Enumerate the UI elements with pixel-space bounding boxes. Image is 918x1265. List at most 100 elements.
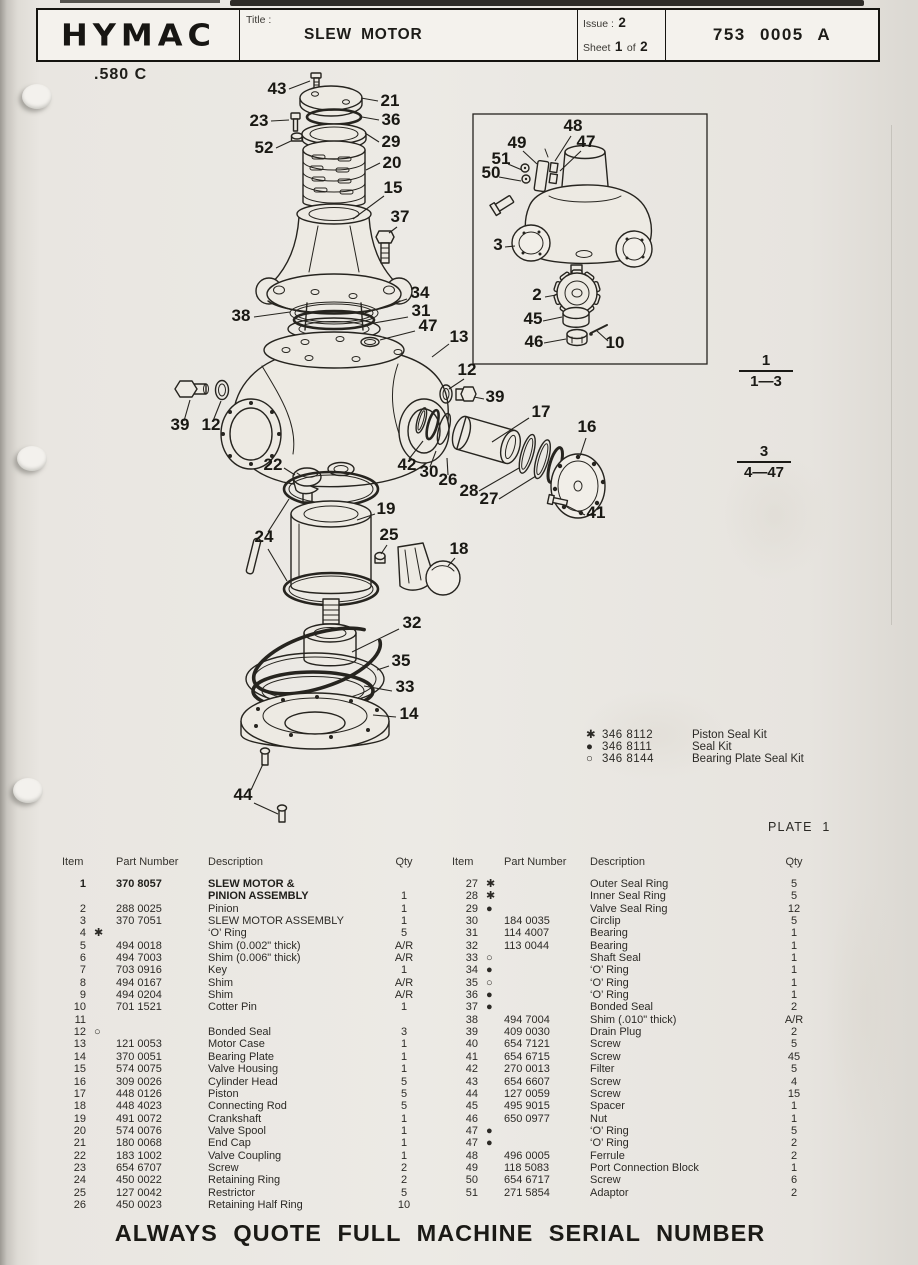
cell-item: 36 xyxy=(465,989,478,1002)
cell-part: 654 6707 xyxy=(116,1161,162,1174)
table-row: 11 xyxy=(62,1014,428,1026)
cell-qty: 6 xyxy=(790,1174,798,1187)
cell-item: 8 xyxy=(79,976,86,989)
cell-symbol xyxy=(86,1001,116,1013)
cell-part: 288 0025 xyxy=(116,902,162,915)
cell-part: 654 6607 xyxy=(504,1075,550,1088)
callout-24: 24 xyxy=(255,527,274,546)
cell-item: 48 xyxy=(465,1149,478,1162)
callout-leader-44 xyxy=(253,802,279,815)
cell-qty: 1 xyxy=(790,952,798,965)
fraction-bar xyxy=(739,370,793,372)
cell-part: 114 4007 xyxy=(504,927,550,940)
cell-part xyxy=(504,1137,590,1149)
callout-leader-38 xyxy=(253,311,291,318)
cell-qty: 5 xyxy=(790,1124,798,1137)
cell-qty: 10 xyxy=(397,1198,411,1211)
circlip-30-part xyxy=(425,408,440,441)
cell-description: Connecting Rod xyxy=(208,1100,287,1113)
callout-leader-49 xyxy=(522,150,538,165)
cell-symbol xyxy=(86,1199,116,1211)
cell-part xyxy=(504,890,590,902)
cell-part: 370 7051 xyxy=(116,915,162,928)
cell-part: 701 1521 xyxy=(116,1001,162,1014)
callout-39: 39 xyxy=(486,387,505,406)
adaptor-part xyxy=(489,195,515,217)
callout-leader-45 xyxy=(542,316,563,322)
cell-part: 309 0026 xyxy=(116,1075,162,1088)
callout-51: 51 xyxy=(492,149,511,168)
seal-47-part xyxy=(360,336,380,348)
callout-30: 30 xyxy=(420,462,439,481)
cell-part: 703 0916 xyxy=(116,964,162,977)
cell-item: 6 xyxy=(79,952,86,965)
cell-item: 20 xyxy=(73,1124,86,1137)
cell-item: 51 xyxy=(465,1186,478,1199)
cell-description: Shim (.010" thick) xyxy=(590,1013,677,1026)
cell-item: 3 xyxy=(79,915,86,928)
cell-part: 654 7121 xyxy=(504,1038,550,1051)
callout-leader-44 xyxy=(250,763,264,791)
cell-qty: 5 xyxy=(790,890,798,903)
callout-16: 16 xyxy=(578,417,597,436)
pin-mark xyxy=(544,148,549,158)
legend-part-number: 346 8111 xyxy=(602,740,653,753)
callout-leader-23 xyxy=(270,119,290,122)
callout-26: 26 xyxy=(439,470,458,489)
cell-symbol xyxy=(86,1076,116,1088)
callout-3: 3 xyxy=(493,235,502,254)
cell-qty: 1 xyxy=(400,1137,408,1150)
cell-symbol xyxy=(478,927,504,939)
bearing-plate-14-part xyxy=(240,692,390,750)
screw-44-part xyxy=(259,747,288,823)
cell-symbol: ○ xyxy=(486,952,493,965)
cell-description: Retaining Half Ring xyxy=(208,1198,303,1211)
cell-qty: 1 xyxy=(400,902,408,915)
issue-cell: Issue : 2 Sheet 1 of 2 xyxy=(578,10,666,60)
cell-item: 27 xyxy=(465,878,478,890)
cotter-pin-10-part xyxy=(589,324,608,336)
callout-leader-10 xyxy=(596,330,609,342)
callout-leader-21 xyxy=(360,97,379,102)
half-ring-26-part xyxy=(436,412,452,446)
cell-symbol xyxy=(86,903,116,915)
callout-leader-28 xyxy=(478,467,520,492)
cell-description: Filter xyxy=(590,1063,615,1076)
connecting-rod-18-part xyxy=(397,542,461,596)
cell-qty: 1 xyxy=(790,964,798,977)
callout-leader-19 xyxy=(356,513,376,521)
inset-motor-3-part xyxy=(511,144,653,268)
cell-part: 494 0204 xyxy=(116,989,162,1002)
cell-symbol xyxy=(86,1113,116,1125)
col-description: Description xyxy=(208,856,264,868)
cell-item: 4 xyxy=(79,927,86,940)
cell-description: Screw xyxy=(590,1038,621,1051)
valve-spool-20-part xyxy=(302,140,366,208)
ref-bottom: 4—47 xyxy=(743,464,785,481)
cell-item: 7 xyxy=(79,964,86,977)
cell-part: 574 0075 xyxy=(116,1063,162,1076)
cell-item: 25 xyxy=(73,1186,86,1199)
cell-symbol xyxy=(478,1051,504,1063)
cell-part xyxy=(504,903,590,915)
cell-description: SLEW MOTOR ASSEMBLY xyxy=(208,915,344,928)
cell-item: 15 xyxy=(73,1063,86,1076)
cell-item: 33 xyxy=(465,952,478,965)
cell-part: 271 5854 xyxy=(504,1186,550,1199)
cell-qty: 2 xyxy=(400,1174,408,1187)
cell-qty: 1 xyxy=(400,890,408,903)
cell-symbol: ● xyxy=(486,1001,493,1014)
cell-description: ‘O’ Ring xyxy=(590,1137,629,1150)
outer-seal-28-part xyxy=(518,433,536,474)
